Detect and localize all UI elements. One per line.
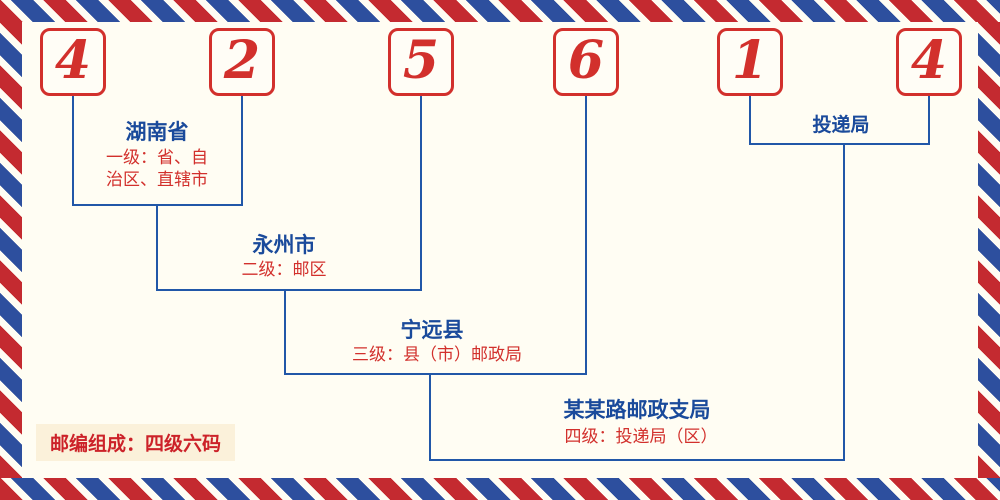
airmail-border-right	[978, 22, 1000, 478]
level1-desc-line2: 治区、直辖市	[106, 170, 208, 190]
postal-digit-box-5: 1	[717, 28, 783, 96]
airmail-border-left	[0, 22, 22, 478]
level3-desc: 三级：县（市）邮政局	[352, 345, 522, 365]
airmail-border-bottom	[0, 478, 1000, 500]
connector-level2-left	[156, 204, 158, 291]
connector-level4-left	[429, 373, 431, 461]
level2-name: 永州市	[252, 233, 316, 257]
connector-delivery-right	[928, 96, 930, 145]
connector-level3-bottom	[284, 373, 587, 375]
level1-desc-line1: 一级：省、自	[106, 148, 208, 168]
level1-name: 湖南省	[125, 120, 189, 144]
airmail-border-top	[0, 0, 1000, 22]
connector-level2-bottom	[156, 289, 422, 291]
postal-digit-box-2: 2	[209, 28, 275, 96]
level3-name: 宁远县	[400, 318, 464, 342]
postal-digit-box-6: 4	[896, 28, 962, 96]
connector-level3-right	[585, 96, 587, 375]
connector-level4-right	[843, 143, 845, 461]
level1-desc: 一级：省、自 治区、直辖市	[106, 147, 208, 191]
delivery-office-name: 投递局	[812, 114, 870, 136]
postal-digit-box-4: 6	[553, 28, 619, 96]
connector-level1-left	[72, 96, 74, 206]
postal-digit-box-3: 5	[388, 28, 454, 96]
connector-delivery-bottom	[749, 143, 930, 145]
postal-digit-box-1: 4	[40, 28, 106, 96]
connector-level4-bottom	[429, 459, 845, 461]
connector-level1-right	[241, 96, 243, 206]
composition-note: 邮编组成：四级六码	[36, 424, 236, 461]
connector-delivery-left	[749, 96, 751, 145]
level2-desc: 二级：邮区	[241, 260, 327, 280]
level4-desc: 四级：投递局（区）	[564, 427, 718, 447]
connector-level2-right	[420, 96, 422, 291]
level4-name: 某某路邮政支局	[563, 398, 711, 422]
connector-level3-left	[284, 289, 286, 375]
